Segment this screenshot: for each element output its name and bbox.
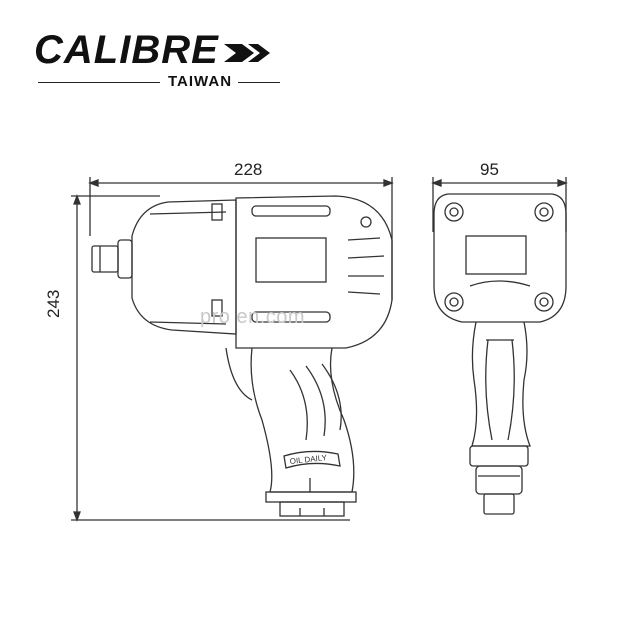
logo-chevrons-icon	[224, 44, 270, 62]
watermark: pro en.com	[200, 306, 306, 328]
logo-brand-text: CALIBRE	[34, 28, 219, 72]
logo-country-text: TAIWAN	[168, 73, 233, 90]
logo-rule-left	[38, 82, 160, 83]
logo-rule-right	[238, 82, 280, 83]
oil-daily-label: OIL DAILY	[289, 453, 328, 466]
dimension-length-label: 228	[234, 160, 263, 179]
calibre-logo: CALIBRE TAIWAN	[34, 26, 284, 94]
dimension-width-label: 95	[480, 160, 499, 179]
width-dimension-line	[431, 177, 568, 232]
height-dimension-line	[71, 194, 350, 522]
side-view	[91, 195, 393, 517]
front-view	[433, 193, 567, 515]
